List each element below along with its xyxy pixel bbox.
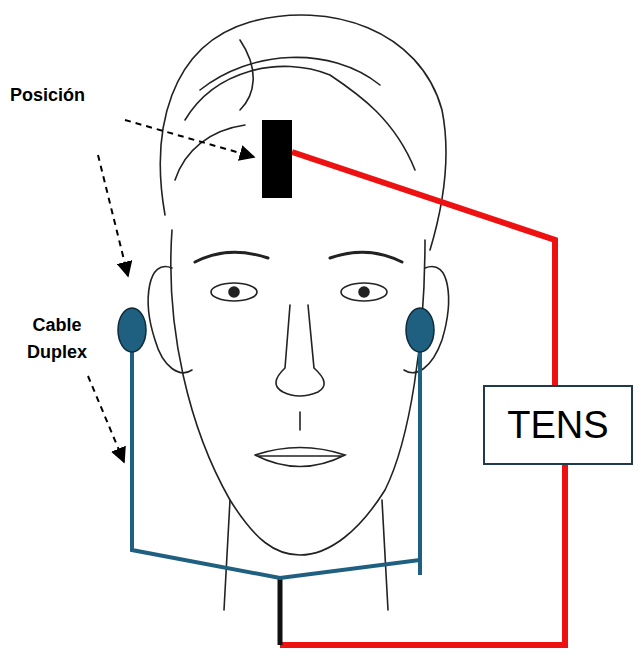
duplex-cable xyxy=(132,352,420,578)
head-drawing xyxy=(148,15,448,610)
device-name: TENS xyxy=(507,404,608,447)
right-pupil xyxy=(359,287,369,297)
wiring xyxy=(118,120,565,645)
hair-outline xyxy=(160,15,446,250)
position-label: Posición xyxy=(10,82,120,109)
hair-strands xyxy=(175,40,415,180)
neck xyxy=(224,500,388,610)
device-box: TENS xyxy=(483,385,633,465)
electrode xyxy=(262,120,292,198)
mouth xyxy=(255,448,345,467)
philtrum xyxy=(299,412,301,430)
leader-arrow xyxy=(98,155,128,276)
red-wire xyxy=(280,465,565,645)
cable-label: Cable Duplex xyxy=(12,312,102,366)
right-ear xyxy=(404,267,449,373)
right-eye xyxy=(341,283,387,301)
left-pupil xyxy=(229,287,239,297)
nose xyxy=(276,305,324,396)
left-ear xyxy=(148,267,192,373)
duplex-cable xyxy=(418,352,422,575)
face-outline xyxy=(171,230,425,555)
ear-clip xyxy=(118,308,146,352)
red-wire xyxy=(292,152,555,385)
ear-clip xyxy=(406,308,434,352)
left-eye xyxy=(211,283,257,301)
leader-arrows xyxy=(88,120,254,462)
eyebrows xyxy=(195,252,402,262)
leader-arrow xyxy=(88,376,124,462)
black-wire xyxy=(278,578,283,645)
leader-arrow xyxy=(125,120,254,157)
